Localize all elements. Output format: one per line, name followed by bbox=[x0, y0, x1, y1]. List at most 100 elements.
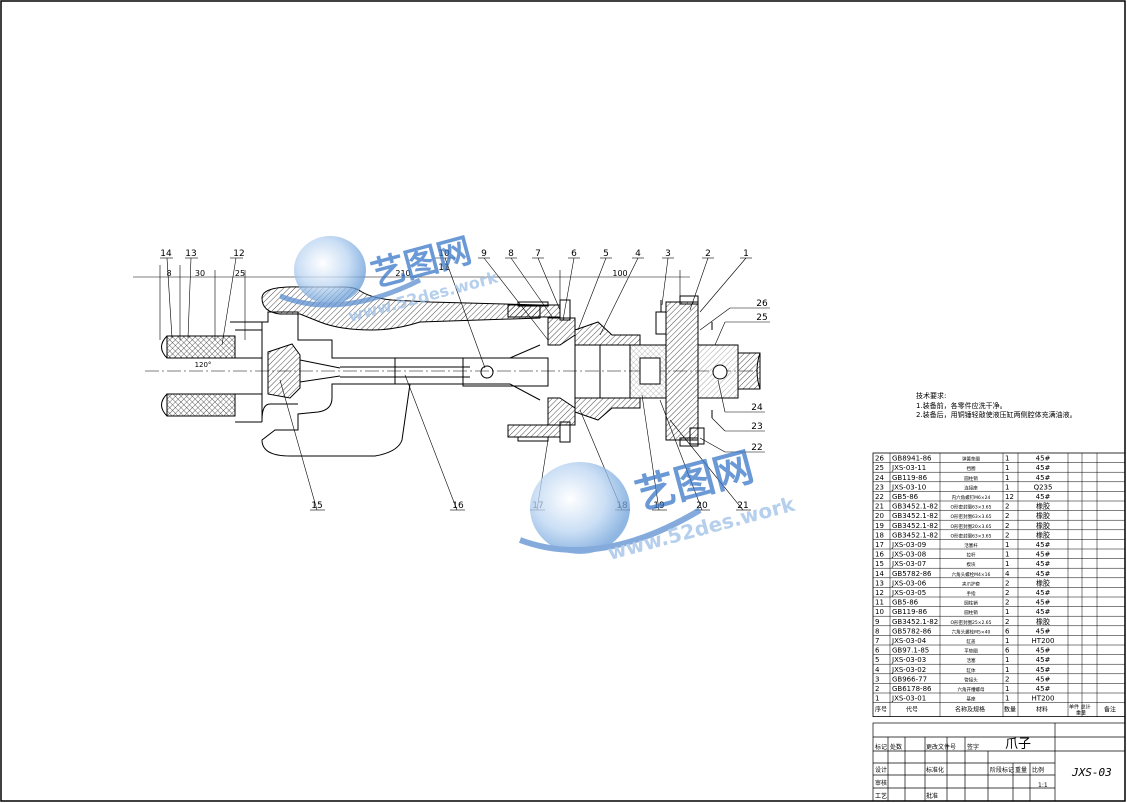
bom-cell-code: JXS-03-07 bbox=[891, 560, 926, 568]
bom-cell-name: 管接头 bbox=[964, 676, 978, 683]
dim-8: 8 bbox=[166, 269, 171, 278]
balloon-24: 24 bbox=[751, 403, 763, 413]
balloon-19: 19 bbox=[653, 501, 665, 511]
pin-hole bbox=[480, 365, 494, 379]
bom-cell-material: 45# bbox=[1036, 493, 1051, 501]
tb-label-change-doc: 更改文件号 bbox=[926, 743, 956, 751]
bom-cell-code: JXS-03-08 bbox=[891, 551, 926, 559]
bom-cell-qty: 2 bbox=[1005, 599, 1009, 607]
bom-cell-qty: 2 bbox=[1005, 522, 1009, 530]
bom-cell-code: GB97.1-85 bbox=[892, 647, 929, 655]
bom-cell-name: 内六角螺钉M6×24 bbox=[952, 494, 991, 501]
bom-cell-material: 45# bbox=[1036, 666, 1051, 674]
dim-100: 100 bbox=[612, 269, 627, 278]
bom-cell-qty: 2 bbox=[1005, 512, 1009, 520]
watermark-globe-icon bbox=[294, 236, 366, 304]
bom-cell-code: GB5-86 bbox=[892, 493, 919, 501]
bom-cell-material: 45# bbox=[1036, 627, 1051, 635]
bom-cell-name: O形密封圈63×3.65 bbox=[950, 513, 991, 520]
bom-cell-material: 45# bbox=[1036, 541, 1051, 549]
bom-cell-material: HT200 bbox=[1032, 695, 1055, 703]
balloon-5: 5 bbox=[603, 249, 609, 259]
bom-cell-no: 16 bbox=[875, 551, 884, 559]
bom-cell-qty: 1 bbox=[1005, 551, 1009, 559]
bom-header-name: 名称及规格 bbox=[955, 706, 985, 714]
bom-cell-qty: 1 bbox=[1005, 695, 1009, 703]
balloon-16: 16 bbox=[452, 501, 464, 511]
bom-cell-no: 1 bbox=[875, 695, 879, 703]
dimension-lines bbox=[133, 265, 690, 340]
dim-angle: 120° bbox=[195, 361, 212, 369]
rubber-pad-lower bbox=[166, 393, 236, 417]
balloon-11: 11 bbox=[438, 263, 449, 273]
bom-cell-name: 弹簧垫圈 bbox=[962, 456, 980, 463]
bom-header-no: 序号 bbox=[875, 706, 887, 714]
bom-cell-material: 45# bbox=[1036, 675, 1051, 683]
bom-cell-qty: 6 bbox=[1005, 647, 1010, 655]
bom-cell-name: O形密封圈25×2.65 bbox=[950, 619, 991, 626]
lower-jaw bbox=[261, 403, 298, 421]
bom-header-code: 代号 bbox=[906, 706, 918, 714]
watermark-globe-icon-2 bbox=[530, 462, 630, 554]
bom-cell-qty: 1 bbox=[1005, 474, 1009, 482]
tb-label-sign: 签字 bbox=[967, 743, 979, 751]
bom-cell-qty: 2 bbox=[1005, 503, 1009, 511]
bom-cell-no: 24 bbox=[875, 474, 884, 482]
base-flange bbox=[665, 301, 699, 441]
drawing-title: 爪子 bbox=[1005, 737, 1031, 752]
dimension-texts: 8 30 25 210 100 120° bbox=[166, 269, 627, 369]
bom-cell-material: 橡胶 bbox=[1036, 511, 1050, 520]
bom-cell-material: 橡胶 bbox=[1036, 617, 1050, 626]
bom-cell-material: 45# bbox=[1036, 608, 1051, 616]
bom-cell-code: JXS-03-05 bbox=[891, 589, 926, 597]
bom-cell-name: 圆柱销 bbox=[964, 600, 978, 607]
tb-label-process: 工艺 bbox=[875, 792, 887, 800]
bom-header-unit-weight: 单件 总计 bbox=[1069, 704, 1091, 711]
bom-cell-qty: 1 bbox=[1005, 560, 1009, 568]
leader-lines bbox=[160, 257, 770, 511]
balloon-7: 7 bbox=[535, 249, 541, 259]
bom-cell-no: 19 bbox=[875, 522, 884, 530]
bom-cell-qty: 2 bbox=[1005, 589, 1009, 597]
drawing-number: JXS-03 bbox=[1071, 766, 1112, 779]
pipe-fitting bbox=[655, 311, 667, 335]
bom-cell-code: GB3452.1-82 bbox=[892, 522, 938, 530]
bom-cell-name: 六角开槽螺母 bbox=[958, 686, 985, 693]
bom-cell-name: 手指 bbox=[967, 590, 976, 597]
tb-label-standard: 标准化 bbox=[926, 766, 944, 774]
balloon-12: 12 bbox=[233, 249, 244, 259]
cover-flange-top bbox=[507, 304, 561, 318]
title-block bbox=[872, 722, 1126, 802]
tech-req-heading: 技术要求: bbox=[916, 391, 946, 400]
bom-cell-code: JXS-03-10 bbox=[891, 483, 926, 491]
bom-cell-no: 7 bbox=[875, 637, 879, 645]
bom-cell-qty: 1 bbox=[1005, 666, 1009, 674]
balloon-1: 1 bbox=[743, 249, 749, 259]
bom-cell-no: 20 bbox=[875, 512, 884, 520]
cylinder-body-bottom bbox=[574, 397, 641, 421]
seat-pin bbox=[712, 364, 728, 380]
bom-cell-qty: 12 bbox=[1005, 493, 1014, 501]
bom-cell-code: JXS-03-03 bbox=[891, 656, 926, 664]
balloon-8: 8 bbox=[508, 249, 514, 259]
bom-header-remark: 备注 bbox=[1104, 706, 1116, 714]
bom-cell-no: 21 bbox=[875, 503, 884, 511]
balloon-15: 15 bbox=[311, 501, 322, 511]
bom-cell-no: 23 bbox=[875, 483, 884, 491]
bom-cell-name: 挡圈 bbox=[967, 465, 976, 472]
tech-req-item-1: 1.装备前，各零件应洗干净。 bbox=[916, 401, 1007, 410]
dim-25: 25 bbox=[235, 269, 245, 278]
bom-cell-qty: 2 bbox=[1005, 579, 1009, 587]
bom-cell-code: GB3452.1-82 bbox=[892, 503, 938, 511]
bom-cell-qty: 4 bbox=[1005, 570, 1010, 578]
bom-cell-material: 45# bbox=[1036, 685, 1051, 693]
cover-flange-bottom bbox=[507, 424, 561, 438]
bom-header-weight: 重量 bbox=[1076, 710, 1086, 717]
title-block-texts: 标记 处数 更改文件号 签字 设计 标准化 审核 工艺 批准 阶段标记 重量 比… bbox=[875, 737, 1112, 800]
balloon-23: 23 bbox=[751, 422, 762, 432]
bom-cell-no: 2 bbox=[875, 685, 879, 693]
bom-cell-code: GB5782-86 bbox=[892, 627, 932, 635]
